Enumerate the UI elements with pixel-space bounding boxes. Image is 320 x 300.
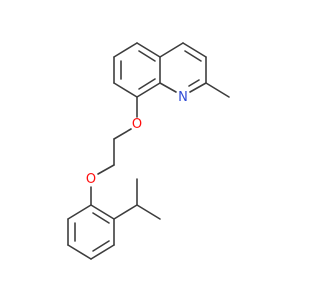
oxygen-atom-label-lower: O <box>86 172 96 187</box>
oxygen-atom-label-upper: O <box>132 117 142 132</box>
bond <box>113 82 138 98</box>
bond <box>113 42 138 58</box>
structure-diagram: N O O <box>67 42 230 260</box>
bond <box>136 42 161 58</box>
bond <box>67 244 92 260</box>
bond <box>90 204 115 220</box>
isopropyl-bond <box>113 204 138 220</box>
ether-linker <box>97 96 138 175</box>
methyl-bond <box>205 82 230 98</box>
bond <box>90 244 115 260</box>
bond <box>184 50 202 62</box>
bond <box>159 42 184 58</box>
bond <box>67 204 92 220</box>
molecule-canvas: N O O <box>67 42 230 260</box>
bond <box>97 164 115 175</box>
bond <box>188 79 200 87</box>
nitrogen-atom-label: N <box>178 90 188 105</box>
isopropylphenyl-ring <box>67 178 161 260</box>
bond <box>138 50 156 62</box>
bond <box>189 82 207 93</box>
bond <box>159 82 177 93</box>
bond <box>182 42 207 58</box>
bond <box>92 240 110 252</box>
bond <box>136 82 161 98</box>
bond <box>113 128 132 140</box>
isopropyl-bond <box>136 204 161 220</box>
bond <box>92 212 110 224</box>
quinoline-ring <box>113 42 230 98</box>
bond <box>138 78 156 90</box>
